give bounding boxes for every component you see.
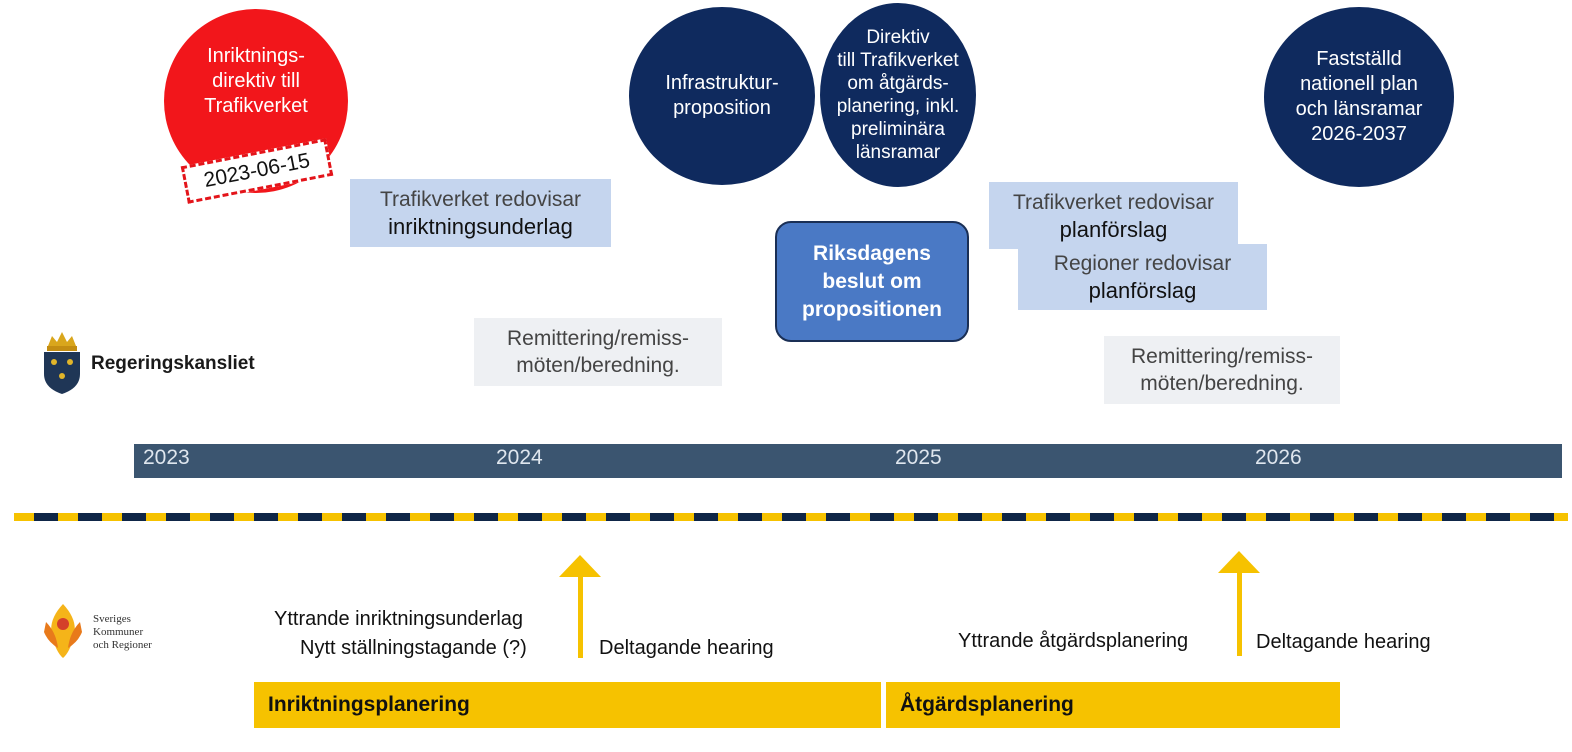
arrow-up-icon [1218,551,1260,573]
yttrande-inriktning-label: Yttrande inriktningsunderlag [274,608,524,630]
yttrande-atgard-label: Yttrande åtgärdsplanering [958,630,1189,652]
arrow-up-icon [559,555,601,577]
regeringskansliet-logo-text: Regeringskansliet [91,353,255,374]
box-line: möten/beredning. [1140,372,1304,395]
riksdag-decision-box: Riksdagens beslut om propositionen [775,221,969,342]
nytt-stallningstagande-label: Nytt ställningstagande (?) [300,637,527,659]
directive-trafikverket-circle: Direktiv till Trafikverket om åtgärds- p… [820,3,976,187]
box-line: Remittering/remiss- [1130,345,1314,368]
dashed-divider-line [14,513,1568,521]
remiss-box-1: Remittering/remiss- möten/beredning. [474,318,722,386]
phase-inriktningsplanering: Inriktningsplanering [254,682,881,728]
box-line: möten/beredning. [516,354,680,377]
infrastructure-proposition-circle: Infrastruktur- proposition [629,7,815,185]
trafikverket-inriktning-box: Trafikverket redovisar inriktningsunderl… [350,179,611,247]
year-timeline-bar [134,444,1562,478]
final-plan-circle: Fastställd nationell plan och länsramar … [1264,7,1454,187]
crown-shield-icon [44,332,80,394]
remiss-box-2: Remittering/remiss- möten/beredning. [1104,336,1340,404]
trafikverket-plan-box: Trafikverket redovisar planförslag [989,182,1238,249]
deltagande-hearing-label: Deltagande hearing [599,637,774,659]
regioner-plan-box: Regioner redovisar planförslag [1018,244,1267,310]
skr-logo-text: Sveriges Kommuner och Regioner [93,613,152,651]
box-line: Remittering/remiss- [506,327,690,350]
arrow-shaft [1237,572,1242,656]
year-label: 2026 [1255,446,1302,469]
box-line-strong: planförslag [1059,216,1168,242]
box-line-strong: inriktningsunderlag [388,214,573,239]
year-label: 2024 [496,446,543,469]
box-line: Trafikverket redovisar [1012,190,1215,214]
year-label: 2023 [143,446,190,469]
box-line: Trafikverket redovisar [379,188,582,211]
skr-flame-logo-icon [44,604,82,658]
year-label: 2025 [895,446,942,469]
phase-atgardsplanering: Åtgärdsplanering [886,682,1340,728]
deltagande-hearing-label: Deltagande hearing [1256,631,1431,653]
box-line: Regioner redovisar [1053,252,1232,275]
box-line-strong: planförslag [1088,278,1197,303]
arrow-shaft [578,576,583,658]
